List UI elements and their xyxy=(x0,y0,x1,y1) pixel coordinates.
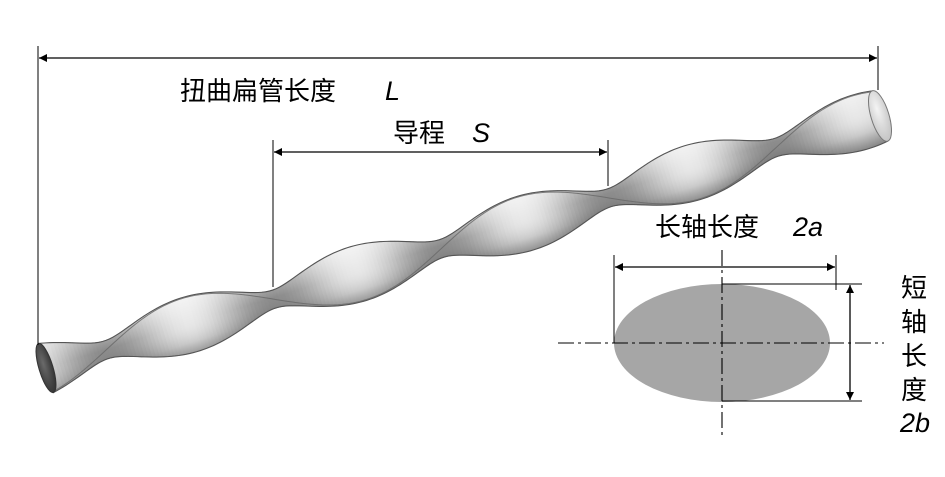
minor-axis-char-3: 长 xyxy=(901,342,927,372)
minor-axis-char-4: 度 xyxy=(901,376,927,406)
minor-axis-symbol: 2b xyxy=(899,408,930,438)
minor-axis-dimension: 短 轴 长 度 2b xyxy=(722,274,930,438)
major-axis-symbol: 2a xyxy=(792,212,823,242)
lead-symbol: S xyxy=(472,118,490,148)
tube-helix-seam xyxy=(52,91,873,392)
tube-right-end-cap xyxy=(868,90,892,142)
tube-left-end-cap xyxy=(35,342,57,394)
twisted-tube xyxy=(35,90,892,394)
minor-axis-char-1: 短 xyxy=(901,274,927,304)
major-axis-dimension: 长轴长度 2a xyxy=(613,212,837,343)
lead-dimension: 导程 S xyxy=(272,118,609,287)
cross-section xyxy=(558,250,884,437)
major-axis-text: 长轴长度 xyxy=(655,213,759,243)
overall-length-symbol: L xyxy=(385,76,400,106)
overall-length-label: 扭曲扁管长度 L xyxy=(180,76,400,107)
minor-axis-label: 短 轴 长 度 2b xyxy=(899,274,930,438)
overall-length-dimension: 扭曲扁管长度 L xyxy=(37,46,879,345)
major-axis-label: 长轴长度 2a xyxy=(655,212,823,243)
overall-length-text: 扭曲扁管长度 xyxy=(180,77,336,107)
lead-text: 导程 xyxy=(393,119,445,149)
minor-axis-char-2: 轴 xyxy=(901,308,927,338)
lead-label: 导程 S xyxy=(393,118,490,149)
